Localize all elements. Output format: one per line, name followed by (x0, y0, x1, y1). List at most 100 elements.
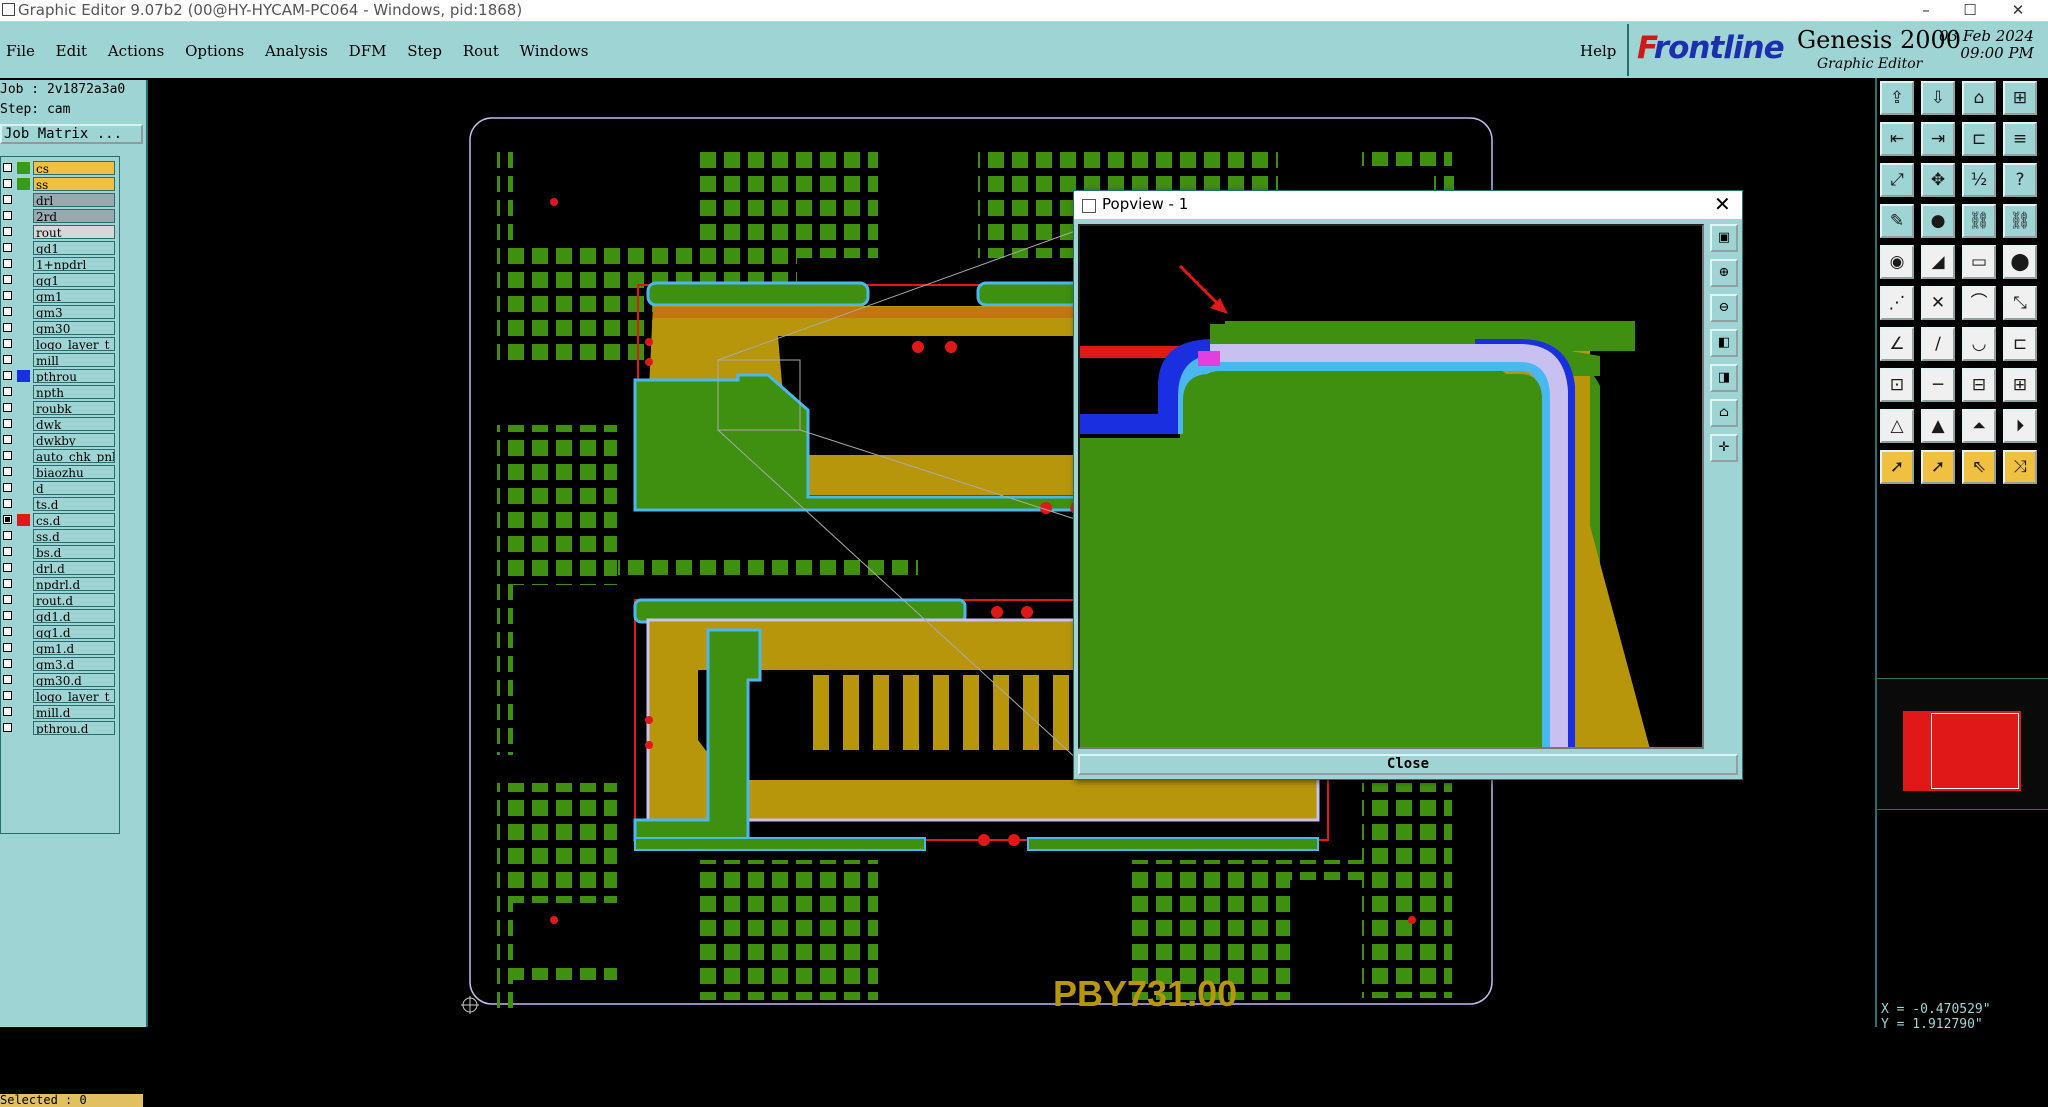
layer-row[interactable]: logo_layer_t (1, 337, 119, 351)
layer-name[interactable]: gg1 (33, 273, 115, 287)
layer-name[interactable]: drl.d (33, 561, 115, 575)
layer-name[interactable]: npth (33, 385, 115, 399)
close-icon[interactable]: ✕ (1714, 192, 1731, 216)
layer-row[interactable]: npth (1, 385, 119, 399)
pop-tool-pan-right[interactable]: ◨ (1710, 364, 1738, 392)
layer-row[interactable]: mill (1, 353, 119, 367)
layer-row[interactable]: pthrou (1, 369, 119, 383)
layer-row[interactable]: gm1.d (1, 641, 119, 655)
layer-checkbox[interactable] (3, 291, 12, 300)
layer-row[interactable]: 1+npdrl (1, 257, 119, 271)
layer-checkbox[interactable] (3, 259, 12, 268)
layer-name[interactable]: dwkby (33, 433, 115, 447)
layer-row[interactable]: cs.d (1, 513, 119, 527)
layer-row[interactable]: d (1, 481, 119, 495)
tool-button[interactable]: ⊡ (1880, 368, 1914, 402)
tool-button[interactable]: ⤡ (2003, 286, 2037, 320)
tool-button[interactable]: ▭ (1962, 245, 1996, 279)
layer-name[interactable]: 2rd (33, 209, 115, 223)
tool-button[interactable]: ⌒ (1962, 286, 1996, 320)
tool-button[interactable]: ● (1921, 204, 1955, 238)
layer-name[interactable]: bs.d (33, 545, 115, 559)
layer-row[interactable]: rout (1, 225, 119, 239)
tool-button[interactable]: ⊏ (1962, 122, 1996, 156)
layer-name[interactable]: gm1 (33, 289, 115, 303)
layer-row[interactable]: pthrou.d (1, 721, 119, 735)
layer-checkbox[interactable] (3, 451, 12, 460)
layer-checkbox[interactable] (3, 211, 12, 220)
layer-row[interactable]: drl (1, 193, 119, 207)
layer-row[interactable]: roubk (1, 401, 119, 415)
tool-button[interactable]: ➚ (1880, 450, 1914, 484)
layer-row[interactable]: gm30 (1, 321, 119, 335)
pop-tool-center[interactable]: ✛ (1710, 434, 1738, 462)
tool-button[interactable]: ⇩ (1921, 81, 1955, 115)
tool-button[interactable]: ◢ (1921, 245, 1955, 279)
tool-button[interactable]: ½ (1962, 163, 1996, 197)
layer-row[interactable]: gm1 (1, 289, 119, 303)
layer-name[interactable]: d (33, 481, 115, 495)
layer-row[interactable]: auto_chk_pnl (1, 449, 119, 463)
layer-checkbox[interactable] (3, 179, 12, 188)
layer-row[interactable]: drl.d (1, 561, 119, 575)
layer-name[interactable]: mill (33, 353, 115, 367)
tool-button[interactable]: ∠ (1880, 327, 1914, 361)
menu-analysis[interactable]: Analysis (264, 42, 328, 60)
layer-row[interactable]: dwkby (1, 433, 119, 447)
layer-row[interactable]: gd1 (1, 241, 119, 255)
layer-row[interactable]: rout.d (1, 593, 119, 607)
tool-button[interactable]: ⬤ (2003, 245, 2037, 279)
layer-name[interactable]: drl (33, 193, 115, 207)
layer-row[interactable]: logo_layer_t (1, 689, 119, 703)
layer-checkbox[interactable] (3, 547, 12, 556)
layer-checkbox[interactable] (3, 435, 12, 444)
menu-rout[interactable]: Rout (462, 42, 499, 60)
tool-button[interactable]: ∕ (1921, 327, 1955, 361)
layer-name[interactable]: gm30 (33, 321, 115, 335)
layer-checkbox[interactable] (3, 307, 12, 316)
job-matrix-button[interactable]: Job Matrix ... (0, 124, 143, 144)
layer-checkbox[interactable] (3, 675, 12, 684)
layer-checkbox[interactable] (3, 563, 12, 572)
layer-name[interactable]: pthrou (33, 369, 115, 383)
layer-checkbox[interactable] (3, 403, 12, 412)
layer-row[interactable]: ts.d (1, 497, 119, 511)
layer-name[interactable]: gm1.d (33, 641, 115, 655)
layer-checkbox[interactable] (3, 339, 12, 348)
layer-name[interactable]: auto_chk_pnl (33, 449, 115, 463)
tool-button[interactable]: △ (1880, 409, 1914, 443)
layer-checkbox[interactable] (3, 243, 12, 252)
layer-checkbox[interactable] (3, 323, 12, 332)
layer-row[interactable]: gg1.d (1, 625, 119, 639)
popview-window[interactable]: Popview - 1 ✕ ▣ ⊕ ⊖ ◧ ◨ ⌂ ✛ Close (1073, 190, 1743, 780)
menu-dfm[interactable]: DFM (348, 42, 387, 60)
layer-row[interactable]: bs.d (1, 545, 119, 559)
tool-button[interactable]: ⇪ (1880, 81, 1914, 115)
layer-checkbox[interactable] (3, 723, 12, 732)
menu-step[interactable]: Step (407, 42, 443, 60)
layer-checkbox[interactable] (3, 515, 12, 524)
layer-checkbox[interactable] (3, 499, 12, 508)
layer-checkbox[interactable] (3, 371, 12, 380)
pop-tool-zoom-in[interactable]: ⊕ (1710, 259, 1738, 287)
layer-name[interactable]: gd1 (33, 241, 115, 255)
tool-button[interactable]: ⊞ (2003, 81, 2037, 115)
close-window-button[interactable]: ✕ (2011, 1, 2025, 19)
layer-row[interactable]: gm30.d (1, 673, 119, 687)
layer-name[interactable]: logo_layer_t (33, 689, 115, 703)
layer-checkbox[interactable] (3, 275, 12, 284)
menu-actions[interactable]: Actions (107, 42, 165, 60)
layer-row[interactable]: 2rd (1, 209, 119, 223)
popview-close-button[interactable]: Close (1078, 754, 1738, 775)
tool-button[interactable]: ◉ (1880, 245, 1914, 279)
layer-name[interactable]: gm30.d (33, 673, 115, 687)
tool-button[interactable]: ⇥ (1921, 122, 1955, 156)
tool-button[interactable]: ⤨ (2003, 450, 2037, 484)
layer-checkbox[interactable] (3, 195, 12, 204)
tool-button[interactable]: ⏶ (1962, 409, 1996, 443)
menu-options[interactable]: Options (185, 42, 245, 60)
layer-name[interactable]: rout.d (33, 593, 115, 607)
pop-tool-home[interactable]: ⌂ (1710, 399, 1738, 427)
tool-button[interactable]: ⋰ (1880, 286, 1914, 320)
tool-button[interactable]: ⇤ (1880, 122, 1914, 156)
